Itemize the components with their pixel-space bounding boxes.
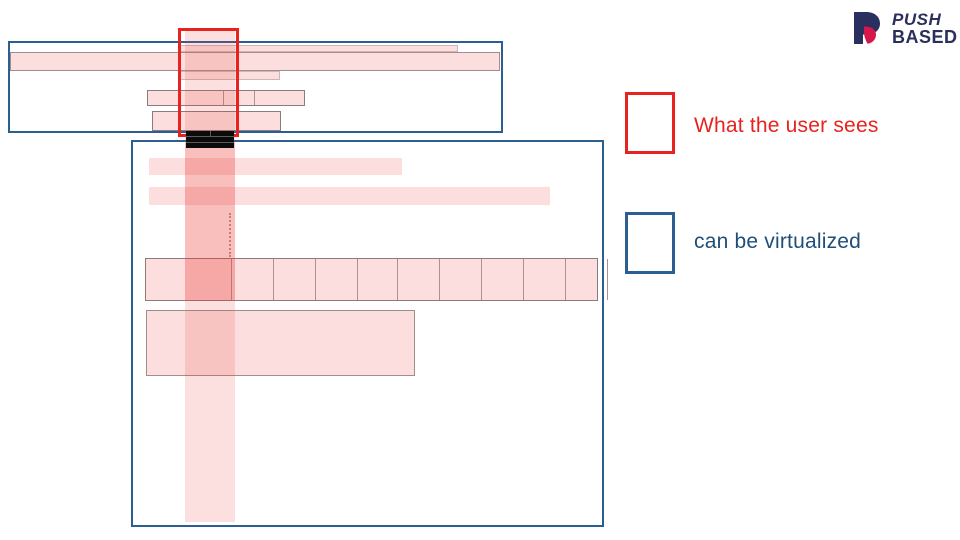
skeleton-bar-subheading xyxy=(149,187,550,205)
virtualization-viewport-diagram xyxy=(8,28,608,527)
skeleton-cell xyxy=(274,259,316,300)
logo-mark-icon xyxy=(851,10,885,46)
skeleton-cell xyxy=(358,259,398,300)
skeleton-cell xyxy=(148,91,224,105)
skeleton-cell xyxy=(146,259,232,300)
logo-word-push: PUSH xyxy=(892,9,942,29)
legend-label-virtualized: can be virtualized xyxy=(694,230,862,253)
skeleton-cell xyxy=(316,259,358,300)
skeleton-cell-strip xyxy=(145,258,608,301)
skeleton-row-segmented xyxy=(147,90,305,106)
skeleton-cell xyxy=(440,259,482,300)
scrollbar-divider xyxy=(186,142,234,143)
skeleton-cell xyxy=(398,259,440,300)
user-visible-column-overlay xyxy=(185,28,235,522)
scrollbar-divider xyxy=(210,131,211,137)
legend-label-user-sees: What the user sees xyxy=(694,114,879,137)
scrollbar-thumb[interactable] xyxy=(186,131,234,148)
logo-wordmark: PUSH BASED xyxy=(892,11,958,46)
user-visible-column-overlay-emphasis xyxy=(185,141,235,301)
legend-swatch-virtualized xyxy=(625,212,675,274)
skeleton-bar-wide xyxy=(10,52,500,71)
viewport-frame-user-sees[interactable] xyxy=(178,28,239,137)
skeleton-cell xyxy=(608,259,647,300)
skeleton-cell xyxy=(566,259,608,300)
skeleton-cell xyxy=(224,91,255,105)
skeleton-cell xyxy=(482,259,524,300)
viewport-frame-horizontal[interactable] xyxy=(8,41,503,133)
legend-swatch-user-sees xyxy=(625,92,675,154)
skeleton-cell xyxy=(524,259,566,300)
skeleton-bar-heading xyxy=(149,158,402,175)
skeleton-cell xyxy=(232,259,274,300)
skeleton-content-block xyxy=(146,310,415,376)
skeleton-dotted-separator xyxy=(229,213,231,257)
viewport-frame-vertical[interactable] xyxy=(131,140,604,527)
logo-word-based: BASED xyxy=(892,26,958,47)
push-based-logo: PUSH BASED xyxy=(851,10,958,46)
